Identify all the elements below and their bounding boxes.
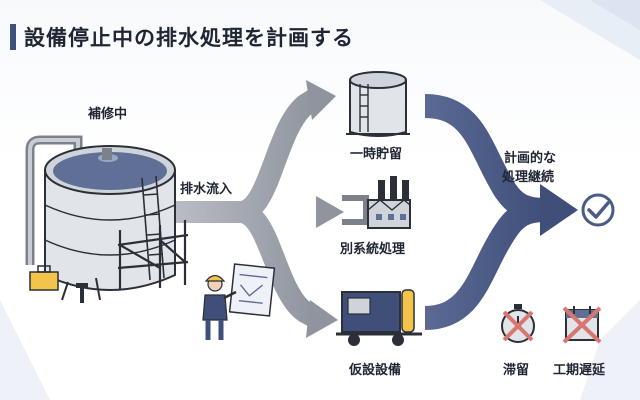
calendar-icon <box>562 306 602 344</box>
arrowhead-separate <box>316 196 344 228</box>
arrowhead-temporary <box>306 300 338 338</box>
arrow-from-temporary <box>424 198 546 330</box>
label-wastewater-inflow: 排水流入 <box>180 182 233 197</box>
label-separate-system: 別系統処理 <box>340 242 406 257</box>
repair-tank-icon <box>25 135 189 303</box>
label-continuation-line2: 処理継続 <box>502 170 555 185</box>
label-stagnation: 滞留 <box>503 363 530 378</box>
factory-icon <box>342 176 411 229</box>
arrow-to-temporary <box>175 201 322 328</box>
converge-arrows <box>424 94 546 330</box>
arrowhead-storage <box>306 80 336 120</box>
worker-icon <box>202 263 276 340</box>
check-circle-icon <box>581 193 615 227</box>
label-temporary-storage: 一時貯留 <box>350 147 403 162</box>
page-title: 設備停止中の排水処理を計画する <box>24 26 354 50</box>
inflow-arrows <box>175 88 322 328</box>
title-accent-bar <box>10 24 16 50</box>
arrowhead-final <box>540 184 578 236</box>
stopwatch-icon <box>501 304 535 343</box>
pump-trailer-icon <box>336 289 422 346</box>
storage-tank-icon <box>346 71 410 137</box>
label-delay: 工期遅延 <box>553 363 606 378</box>
label-under-repair: 補修中 <box>88 107 128 122</box>
label-continuation-line1: 計画的な <box>504 151 557 166</box>
label-temporary-equipment: 仮設設備 <box>349 363 402 378</box>
